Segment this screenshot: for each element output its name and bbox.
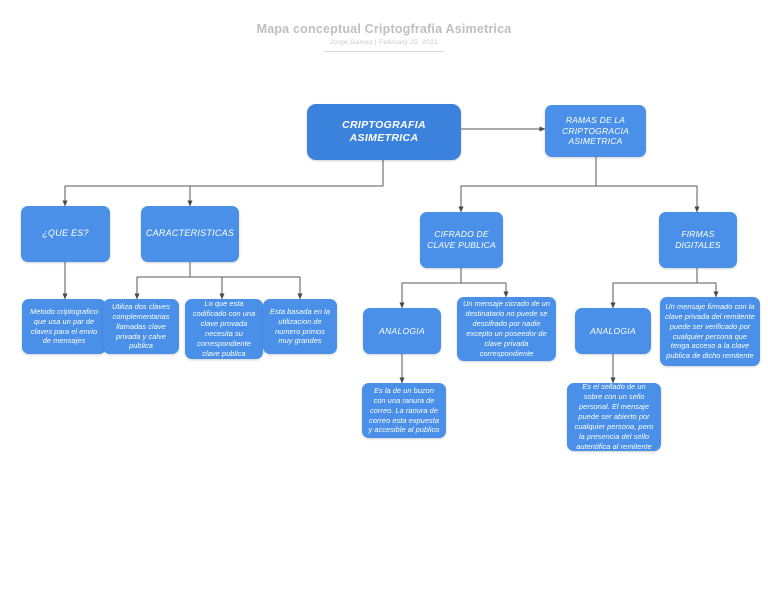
node-label: Esta basada en la utilizacion de numero … [269,306,331,346]
node-label: Lo que esta codificado con una clave pro… [192,299,256,358]
node-label: CIFRADO DE CLAVE PUBLICA [427,229,496,250]
node-label: ANALOGIA [379,325,425,336]
node-label: CRIPTOGRAFIA ASIMETRICA [342,118,426,144]
page-title: Mapa conceptual Criptogfrafia Asimetrica [256,22,512,36]
node-analogia-cifrado-definicion[interactable]: Es la de un buzon con una ranura de corr… [362,383,446,438]
edge-firmas-to-def [697,282,719,298]
edge-root-to-caracteristicas [187,185,383,207]
node-ramas-criptografia[interactable]: RAMAS DE LA CRIPTOGRACIA ASIMETRICA [545,105,646,157]
edge-cifrado-to-def [461,282,509,298]
node-firmas-digitales[interactable]: FIRMAS DIGITALES [659,212,737,268]
node-criptografia-asimetrica[interactable]: CRIPTOGRAFIA ASIMETRICA [307,104,461,160]
edge-caracteristicas-to-3 [190,276,303,300]
node-analogia-firmas-definicion[interactable]: Es el sellado de un sobre con un sello p… [567,382,661,451]
node-label: Un mensaje firmado con la clave privada … [665,301,755,361]
node-analogia-cifrado[interactable]: ANALOGIA [363,308,441,354]
node-cifrado-definicion[interactable]: Un mensaje cicrado de un destinatario no… [457,297,556,361]
node-label: Utiliza dos claves complementarias llama… [112,301,170,351]
node-label: Un mensaje cicrado de un destinatario no… [462,299,551,358]
edge-caracteristicas-to-1 [134,262,191,300]
node-caracteristica-numeros-primos[interactable]: Esta basada en la utilizacion de numero … [263,299,337,354]
title-divider [323,51,445,52]
node-label: Metodo criptografico que usa un par de c… [30,306,98,346]
title-block: Mapa conceptual Criptogfrafia Asimetrica… [0,22,768,52]
edge-cifrado-to-analogia [399,268,462,309]
node-cifrado-clave-publica[interactable]: CIFRADO DE CLAVE PUBLICA [420,212,503,268]
node-caracteristica-clave-privada-publica[interactable]: Lo que esta codificado con una clave pro… [185,299,263,359]
node-que-es-definicion[interactable]: Metodo criptografico que usa un par de c… [22,299,106,354]
node-label: ¿QUE ES? [42,228,89,239]
node-caracteristica-claves-complementarias[interactable]: Utiliza dos claves complementarias llama… [103,299,179,354]
node-que-es[interactable]: ¿QUE ES? [21,206,110,262]
node-label: RAMAS DE LA CRIPTOGRACIA ASIMETRICA [562,114,629,147]
edge-ramas-to-firmas [596,185,700,213]
edge-root-to-que-es [62,160,384,207]
node-analogia-firmas[interactable]: ANALOGIA [575,308,651,354]
node-label: Es la de un buzon con una ranura de corr… [368,385,440,435]
node-label: CARACTERISTICAS [145,228,235,239]
node-label: FIRMAS DIGITALES [675,229,721,250]
node-caracteristicas[interactable]: CARACTERISTICAS [141,206,239,262]
node-label: ANALOGIA [590,325,636,336]
node-label: Es el sellado de un sobre con un sello p… [574,382,654,451]
page-subtitle: Jorge Gamez | February 25, 2021 [329,39,439,46]
edge-ramas-to-cifrado [458,157,597,213]
edge-caracteristicas-to-2 [190,276,225,300]
node-firmas-definicion[interactable]: Un mensaje firmado con la clave privada … [660,297,760,366]
